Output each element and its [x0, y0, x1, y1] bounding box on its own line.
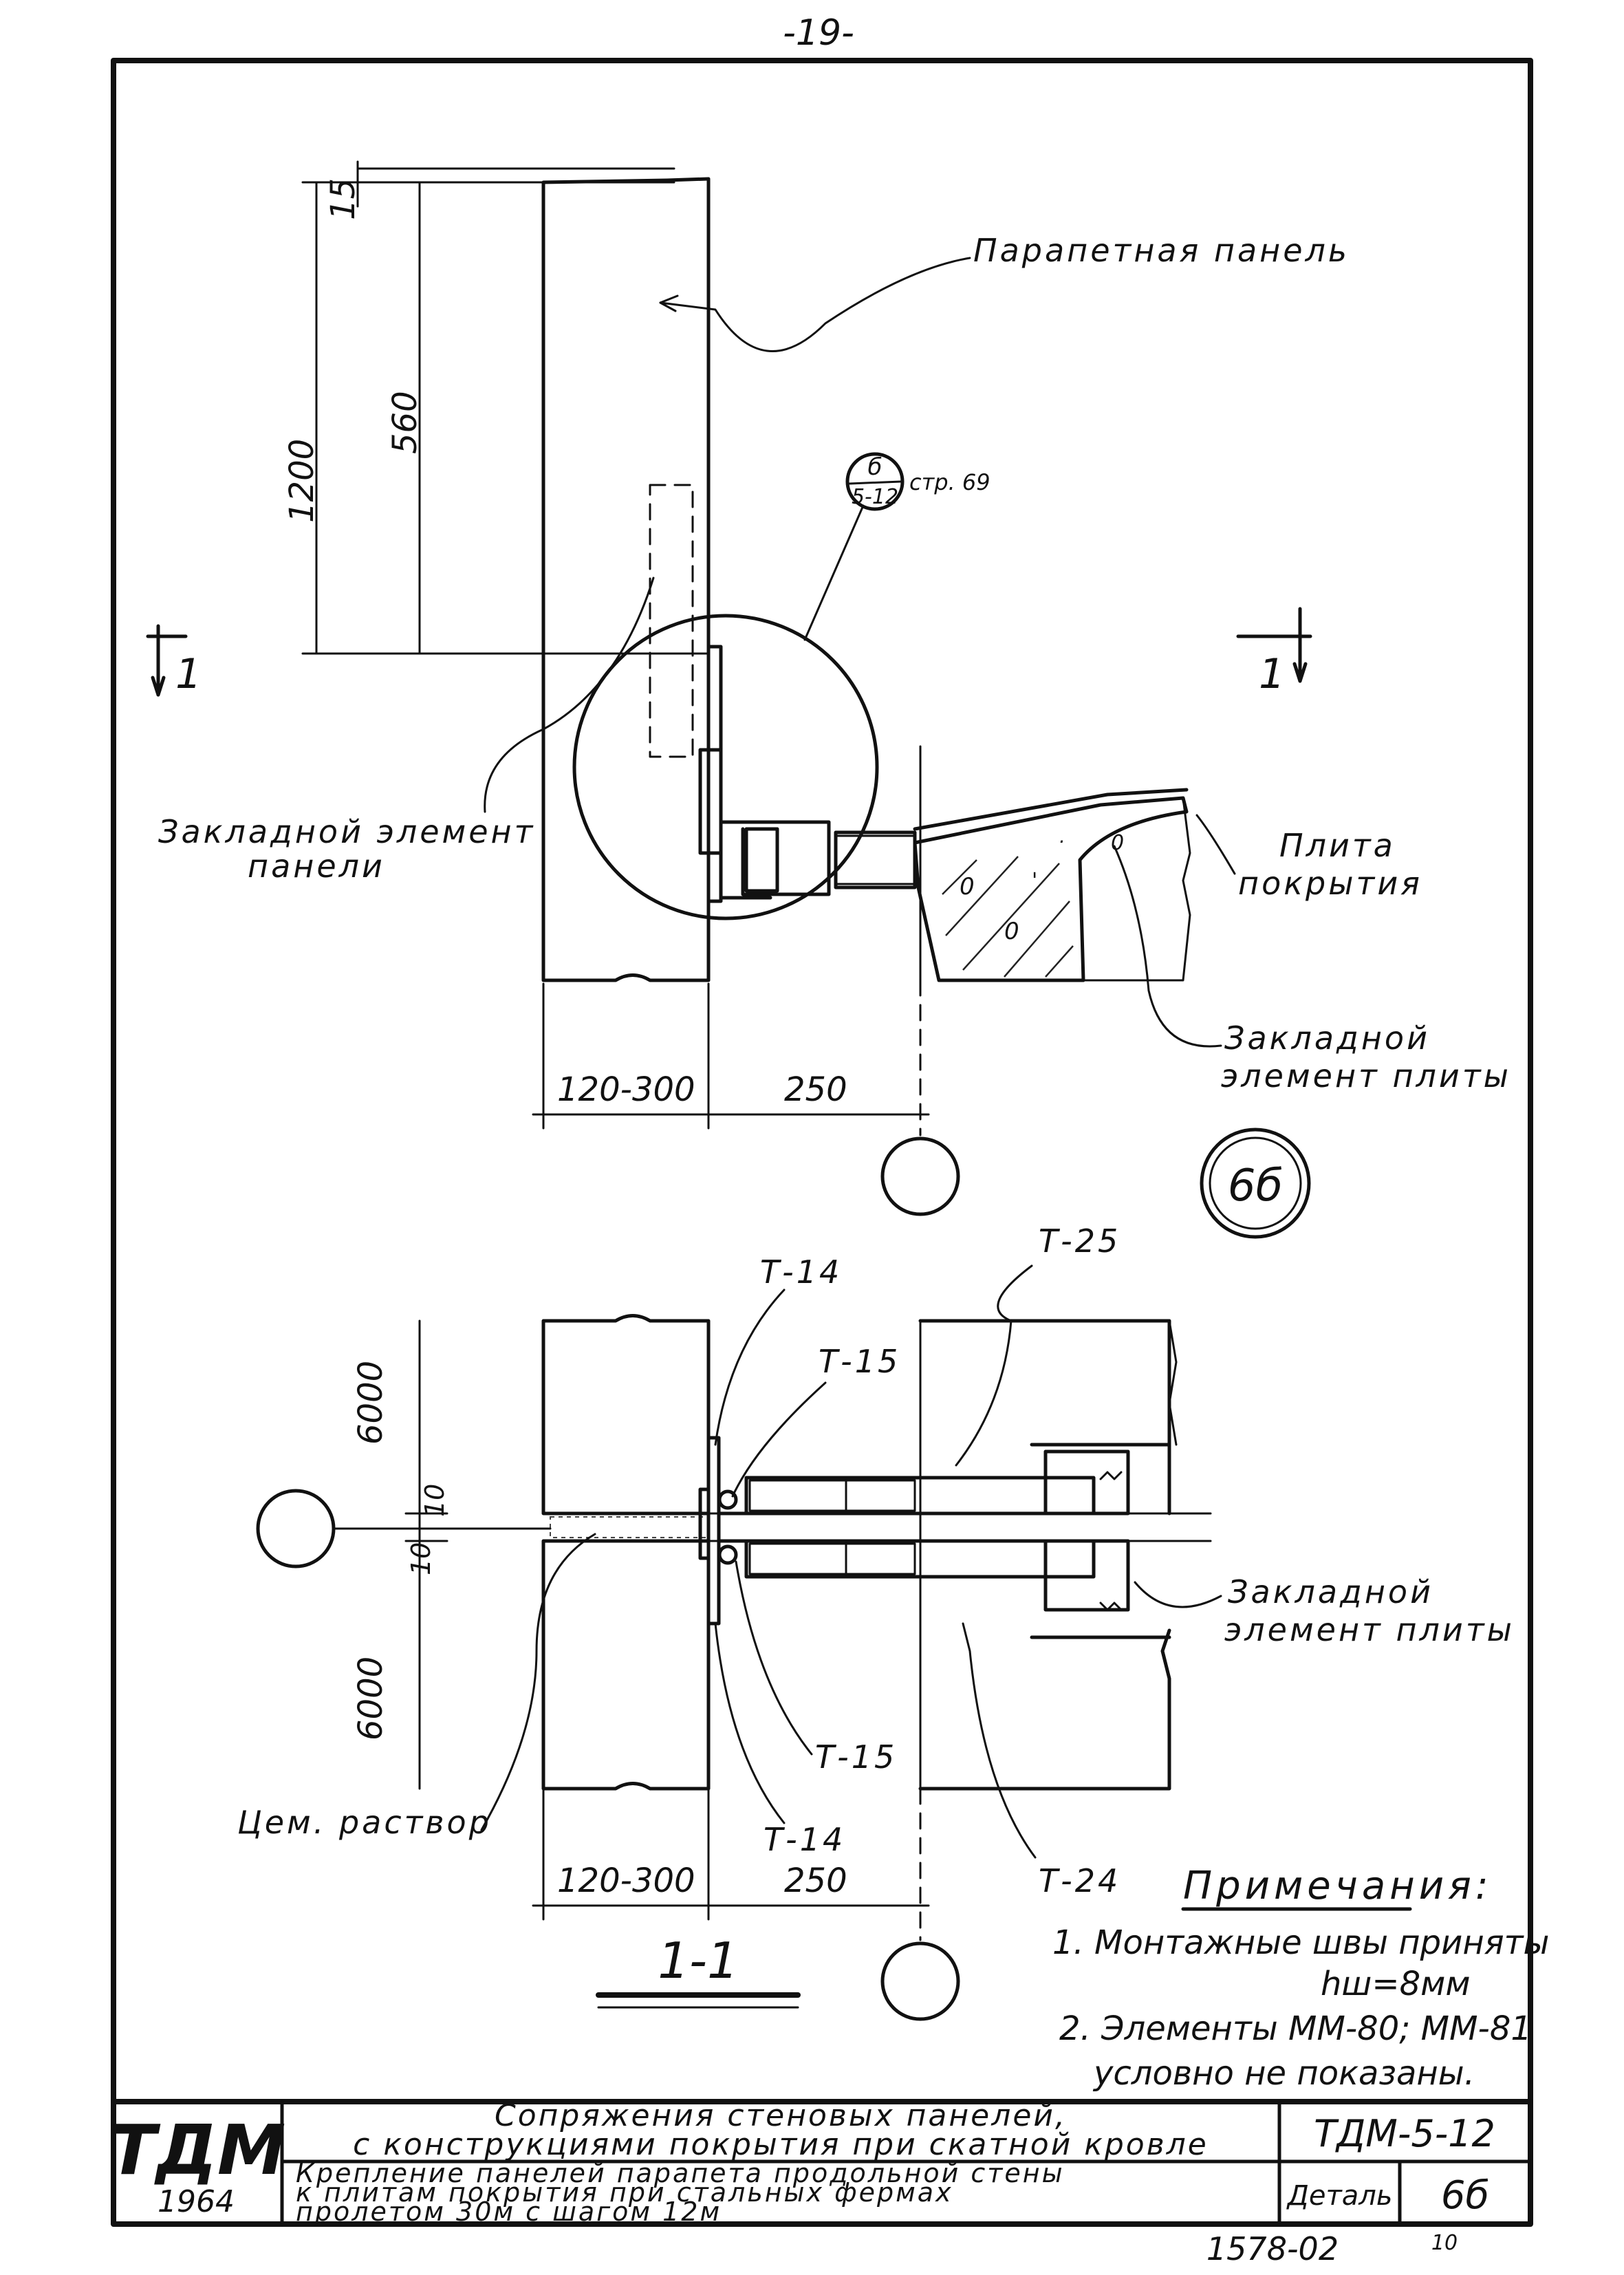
detail-mark-circle-inner: [1209, 1136, 1302, 1230]
logo: ТДМ: [109, 2110, 286, 2190]
slab-embedded-plate-bottom: [1043, 1539, 1130, 1612]
callout-bottom: 5-12: [852, 485, 898, 509]
detail-label: Деталь: [1286, 2180, 1393, 2212]
dim-10-bottom: 10: [406, 1542, 436, 1575]
title-block: ТДМ 1964 Сопряжения стеновых панелей, с …: [109, 2098, 1533, 2227]
right-slab-bottom: [918, 1628, 1171, 1791]
label-t14-bottom: Т-14: [764, 1821, 845, 1858]
label-slab-embedded-bottom-2: элемент плиты: [1224, 1611, 1515, 1648]
label-panel-embedded-2: панели: [248, 848, 385, 885]
svg-text:1: 1: [1259, 650, 1285, 698]
note-1b: hш=8мм: [1321, 1965, 1471, 2003]
svg-text:': ': [1032, 869, 1037, 893]
dim-120-300-bottom: 120-300: [557, 1862, 695, 1900]
detail-callout-circle: [572, 614, 879, 920]
dim-10-top: 10: [420, 1484, 450, 1517]
note-2b: условно не показаны.: [1092, 2054, 1475, 2093]
label-slab-embedded-top-1: Закладной: [1224, 1020, 1430, 1057]
notes: Примечания: 1. Монтажные швы приняты hш=…: [1052, 1864, 1549, 2093]
panel-embedded-plate: [706, 645, 723, 903]
section-1-1-view: 6000 10 10 6000 120-300 250 Т-14 Т-15 Т-…: [237, 1222, 1515, 2021]
callout-page: стр. 69: [909, 469, 990, 495]
element-t25: [744, 1476, 1096, 1516]
section-mark-left: 1: [146, 624, 202, 698]
dim-6000-top: 6000: [351, 1361, 390, 1445]
series-code: ТДМ-5-12: [1314, 2112, 1495, 2155]
detail-mark-circle-outer: [1200, 1128, 1311, 1239]
page-number: -19-: [783, 12, 854, 54]
element-t24: [744, 1539, 1096, 1579]
label-slab-embedded-bottom-1: Закладной: [1228, 1573, 1433, 1610]
title-line-2: с конструкциями покрытия при скатной кро…: [353, 2127, 1209, 2162]
detail-value: 6б: [1441, 2173, 1489, 2218]
dim-250-bottom: 250: [784, 1862, 847, 1900]
label-t14-top: Т-14: [760, 1253, 842, 1291]
label-t15-bottom: Т-15: [815, 1738, 897, 1776]
svg-text:0: 0: [1111, 831, 1124, 855]
dim-560: 560: [386, 391, 424, 454]
axis-bubble-left: [256, 1489, 336, 1568]
dim-6000-bottom: 6000: [351, 1657, 390, 1740]
callout-bubble: [845, 452, 905, 511]
roof-slab-section: [913, 796, 1189, 982]
note-1: 1. Монтажные швы приняты: [1052, 1923, 1549, 1962]
label-t25: Т-25: [1039, 1222, 1120, 1260]
note-2: 2. Элементы ММ-80; ММ-81: [1059, 2009, 1532, 2048]
detail-mark: 6б: [1228, 1161, 1283, 1211]
label-t24: Т-24: [1039, 1862, 1120, 1899]
axis-bubble-top: [880, 1136, 960, 1216]
svg-text:.: .: [1059, 825, 1065, 848]
year: 1964: [158, 2184, 235, 2219]
parapet-panel-outline: [541, 177, 711, 982]
section-title: 1-1: [658, 1932, 739, 1990]
dim-15: 15: [324, 178, 362, 220]
label-slab-embedded-top-2: элемент плиты: [1221, 1057, 1511, 1095]
mortar-fill: [550, 1516, 709, 1538]
label-panel-embedded-1: Закладной элемент: [158, 813, 535, 850]
callout-top: б: [868, 453, 883, 481]
desc-line-3: пролетом 30м с шагом 12м: [296, 2197, 722, 2227]
desc-line-2: к плитам покрытия при стальных фермах: [296, 2177, 953, 2208]
svg-text:0: 0: [1004, 918, 1019, 945]
slab-embedded-plate-top: [1043, 1449, 1130, 1516]
concrete-hatch: 0 0 ' 0 .: [942, 825, 1124, 978]
left-panel-bottom: [541, 1539, 711, 1791]
top-view: 0 0 ' 0 . б 5-12 стр. 69 Парапетная пане…: [146, 160, 1511, 1239]
section-mark-right: 1: [1236, 607, 1312, 698]
label-mortar: Цем. раствор: [237, 1804, 492, 1841]
axis-bubble-bottom: [880, 1941, 960, 2021]
label-roof-slab-1: Плита: [1279, 827, 1396, 864]
svg-text:1: 1: [175, 650, 202, 698]
title-line-1: Сопряжения стеновых панелей,: [495, 2098, 1067, 2133]
svg-text:0: 0: [960, 873, 975, 901]
dim-250-top: 250: [784, 1070, 847, 1109]
dim-1200: 1200: [283, 439, 321, 523]
sheet-code: 1578-02: [1206, 2230, 1339, 2267]
label-roof-slab-2: покрытия: [1238, 865, 1422, 902]
sheet-no: 10: [1431, 2231, 1458, 2255]
label-parapet-panel: Парапетная панель: [973, 232, 1350, 269]
desc-line-1: Крепление панелей парапета продольной ст…: [296, 2158, 1065, 2188]
notes-title: Примечания:: [1183, 1864, 1493, 1908]
left-panel-top: [541, 1314, 711, 1516]
label-t15-top: Т-15: [819, 1343, 900, 1380]
dim-120-300-top: 120-300: [557, 1070, 695, 1109]
connecting-angle: [719, 820, 831, 896]
sheet-frame: [111, 58, 1533, 2227]
